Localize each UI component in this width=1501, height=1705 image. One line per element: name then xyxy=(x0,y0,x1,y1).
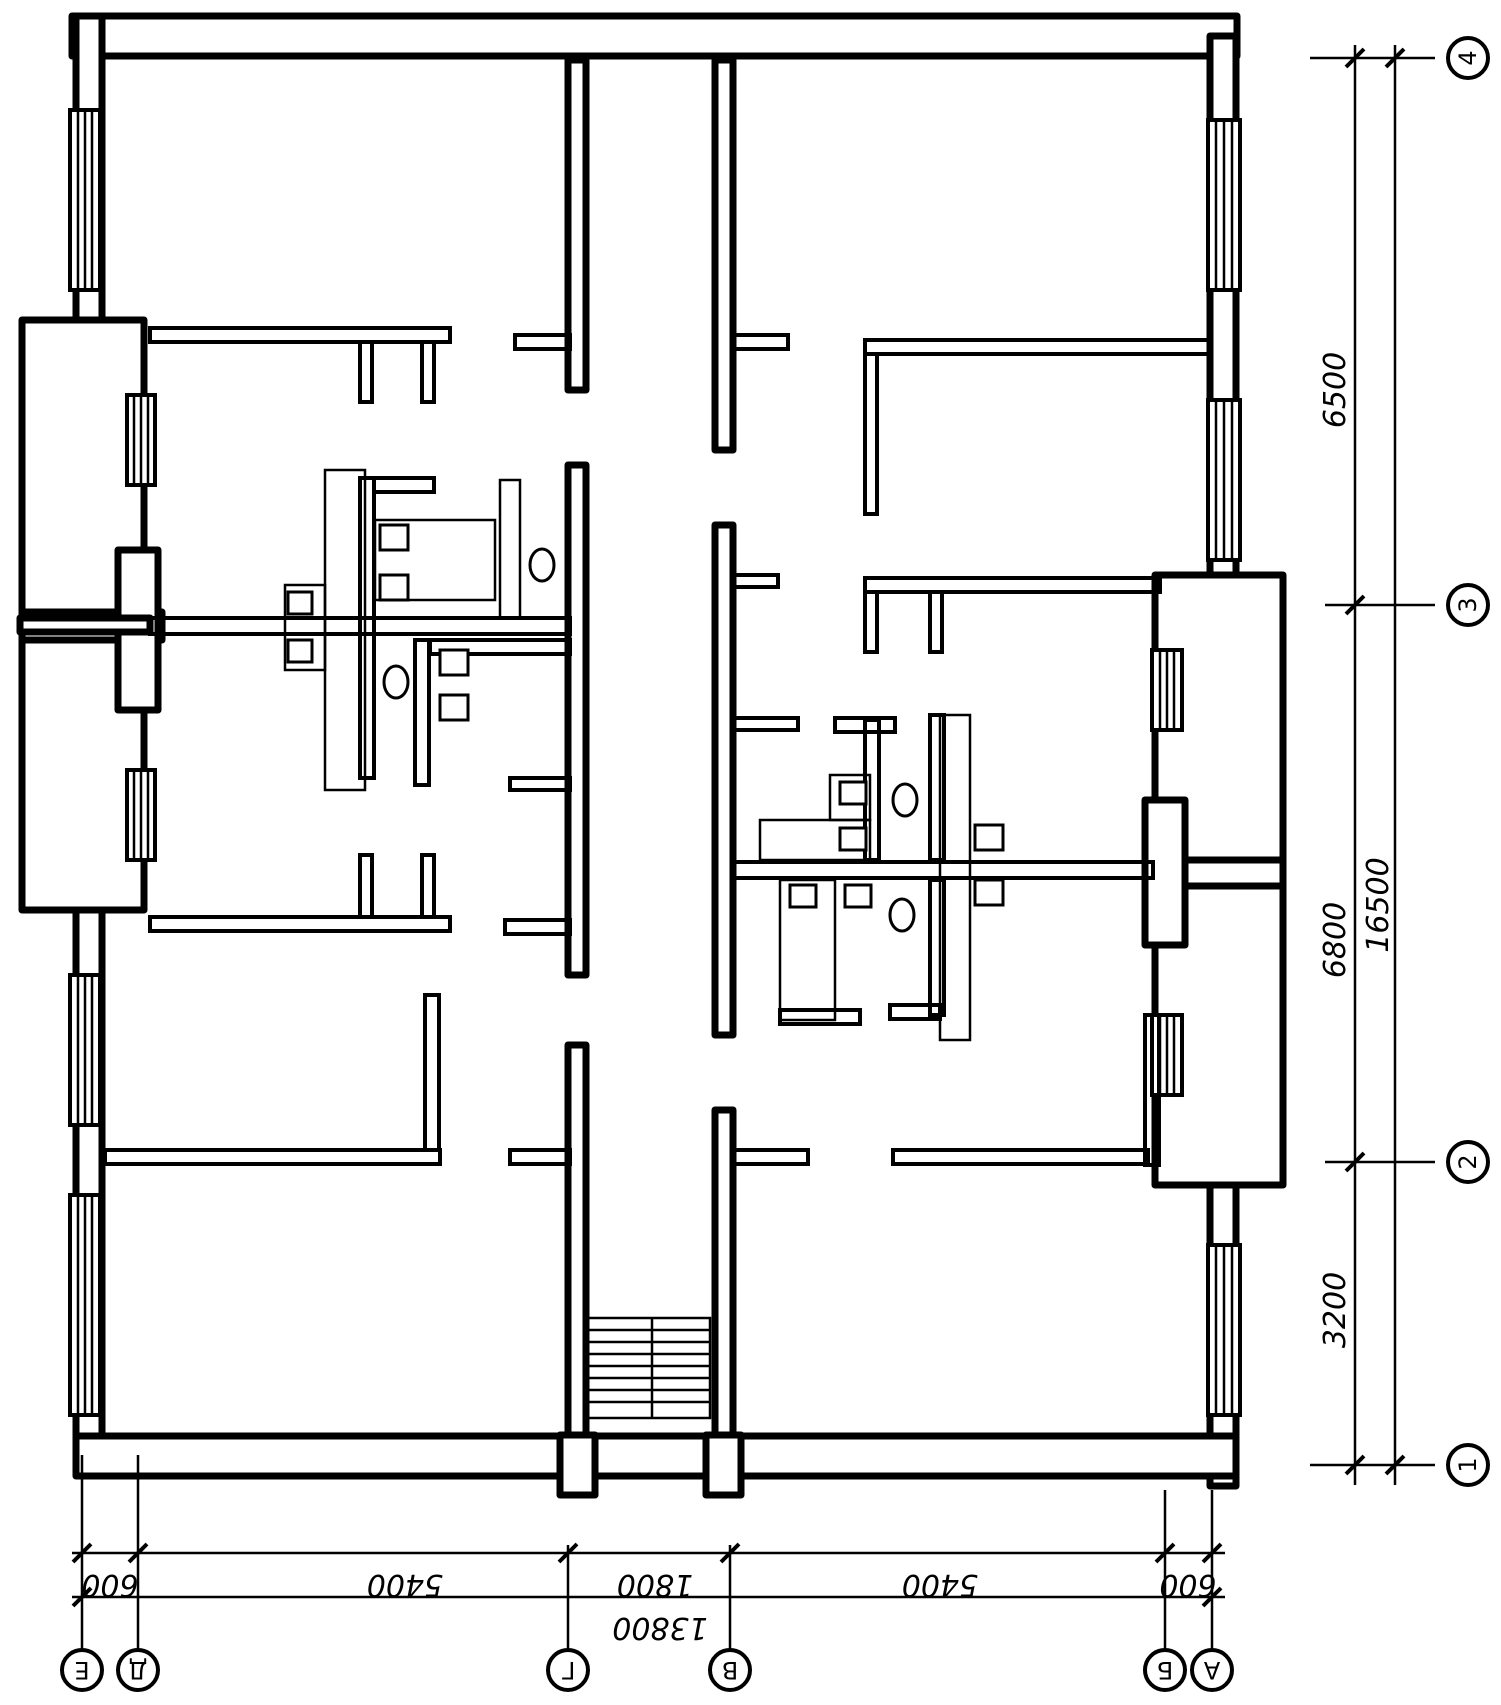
dim-5400-left: 5400 xyxy=(367,1567,443,1602)
axis-label-D: Д xyxy=(129,1656,148,1684)
partitions xyxy=(16,326,1212,1167)
stair xyxy=(583,1316,712,1420)
partition-mid-right xyxy=(863,576,1162,594)
partition-upper-left xyxy=(148,326,452,344)
toilet-icon xyxy=(528,547,556,583)
axis-label-1: 1 xyxy=(1454,1457,1482,1472)
partition-upper-right xyxy=(863,338,1212,356)
dim-5400-right: 5400 xyxy=(902,1567,978,1602)
partition-lower-left xyxy=(148,915,452,933)
exterior-walls xyxy=(18,12,1287,1490)
axis-bubble-1 xyxy=(1446,1443,1490,1487)
corridor-wall-left-2 xyxy=(564,461,590,979)
dim-600-left: 600 xyxy=(81,1567,138,1602)
axis-label-B: Б xyxy=(1157,1656,1173,1684)
axis-bubble-2 xyxy=(1446,1140,1490,1184)
corridor-walls xyxy=(556,56,745,1499)
dim-6800: 6800 xyxy=(1318,902,1353,978)
dim-600-right: 600 xyxy=(1159,1567,1216,1602)
left-wet-core xyxy=(148,468,572,792)
dim-1800: 1800 xyxy=(617,1567,693,1602)
corridor-wall-left-1 xyxy=(564,56,590,394)
corridor-wall-left-3 xyxy=(564,1041,590,1469)
dim-16500: 16500 xyxy=(1361,857,1396,952)
entrance-pier-left xyxy=(556,1431,599,1499)
axis-label-4: 4 xyxy=(1454,50,1482,65)
axis-bubble-D xyxy=(116,1648,160,1692)
axis-bubble-B xyxy=(1143,1648,1187,1692)
axis-label-2: 2 xyxy=(1454,1154,1482,1169)
toilet-icon xyxy=(382,664,410,700)
entrance-pier-right xyxy=(702,1431,745,1499)
toilet-icon xyxy=(891,782,919,818)
corridor-wall-right-3 xyxy=(711,1106,737,1469)
corridor-wall-right-2 xyxy=(711,521,737,1039)
right-wet-core xyxy=(731,713,1155,1042)
axis-label-3: 3 xyxy=(1454,597,1482,612)
dim-3200: 3200 xyxy=(1318,1272,1353,1348)
top-exterior-wall xyxy=(68,12,1241,60)
partition-lower-left-2 xyxy=(103,1148,442,1166)
dim-13800: 13800 xyxy=(612,1610,707,1645)
axis-bubble-A xyxy=(1190,1648,1234,1692)
axis-bubble-4 xyxy=(1446,36,1490,80)
windows xyxy=(68,108,1242,1417)
bottom-exterior-wall xyxy=(72,1432,1240,1480)
axis-bubble-3 xyxy=(1446,583,1490,627)
corridor-wall-right-1 xyxy=(711,56,737,454)
bottom-dimension-chain: 600 5400 1800 5400 600 13800 Е Д Г В Б А xyxy=(60,1455,1234,1692)
right-dimension-chain: 6500 6800 3200 16500 4 3 2 1 xyxy=(1310,36,1490,1487)
dim-6500: 6500 xyxy=(1318,352,1353,428)
core-right-crosswall xyxy=(731,860,1155,880)
axis-label-V: В xyxy=(722,1656,738,1684)
axis-label-G: Г xyxy=(561,1656,576,1684)
bay-crosswall-left-2 xyxy=(16,614,154,636)
axis-bubble-G xyxy=(546,1648,590,1692)
axis-label-E: Е xyxy=(74,1656,89,1684)
axis-bubble-V xyxy=(708,1648,752,1692)
axis-label-A: А xyxy=(1203,1656,1220,1684)
axis-bubble-E xyxy=(60,1648,104,1692)
toilet-icon xyxy=(888,897,916,933)
partition-lower-right xyxy=(891,1148,1150,1166)
